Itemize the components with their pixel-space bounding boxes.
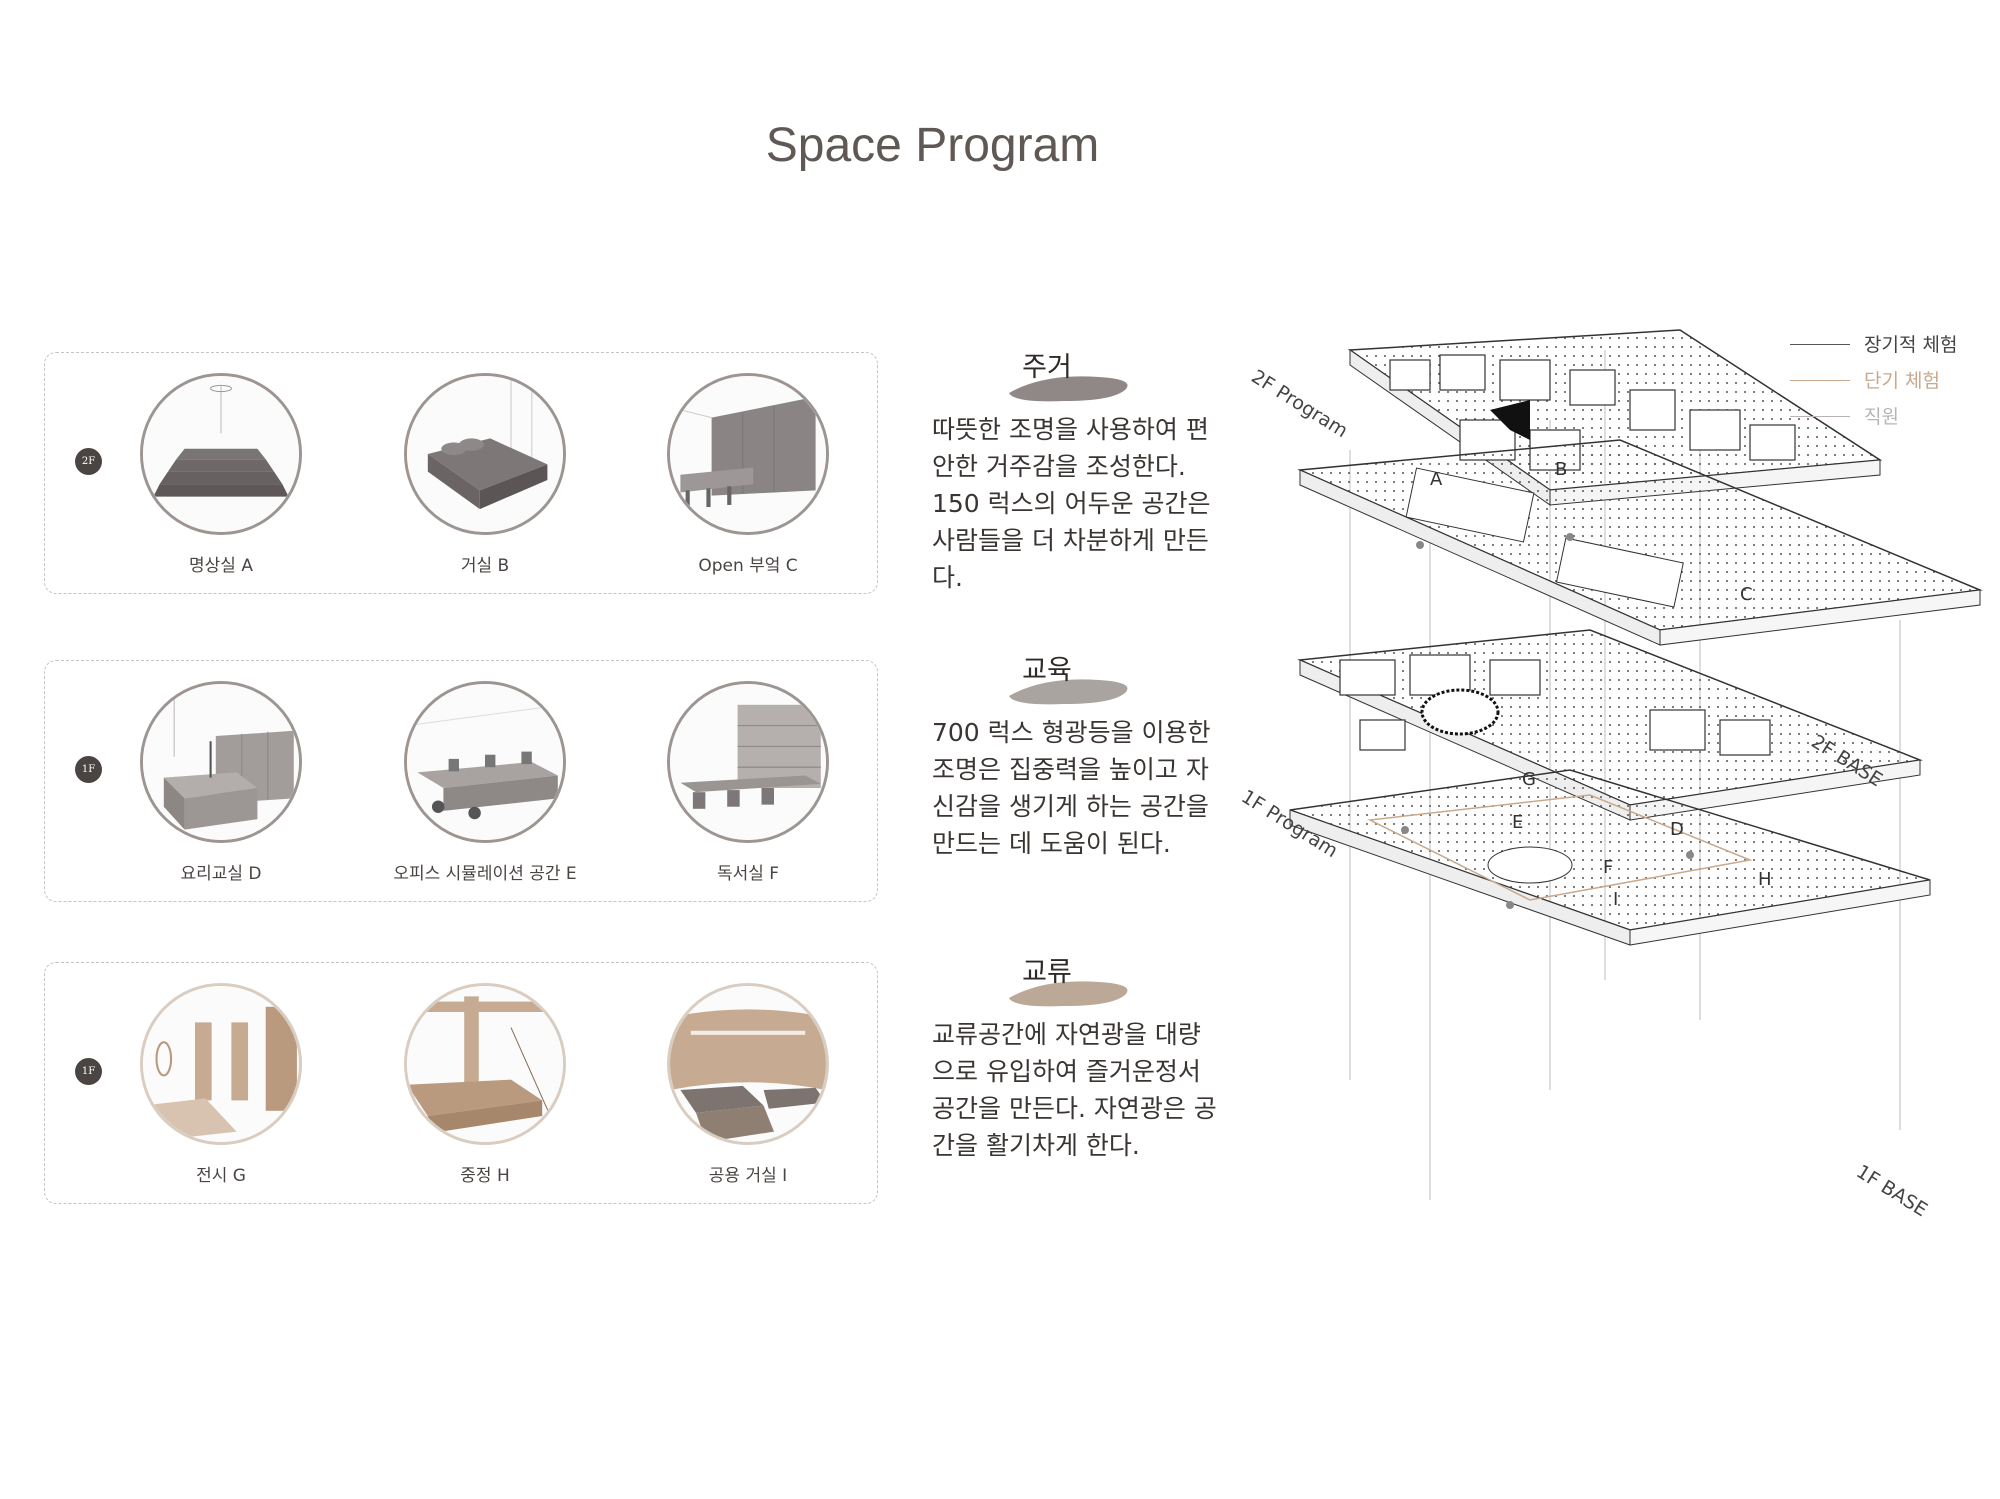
section-residential: 주거 따뜻한 조명을 사용하여 편안한 거주감을 조성한다. 150 럭스의 어… (932, 345, 1222, 596)
section-heading: 교류 (1022, 957, 1072, 988)
room-reading: 독서실 F (653, 681, 843, 884)
room-label: Open 부엌 C (698, 556, 798, 576)
office-illustration (407, 684, 563, 840)
room-label: 오피스 시뮬레이션 공간 E (393, 864, 577, 884)
floor-badge: 2F (75, 448, 102, 475)
section-text: 따뜻한 조명을 사용하여 편안한 거주감을 조성한다. 150 럭스의 어두운 … (932, 415, 1211, 592)
section-text: 700 럭스 형광등을 이용한 조명은 집중력을 높이고 자신감을 생기게 하는… (932, 718, 1211, 858)
kitchen-illustration (670, 376, 826, 532)
room-label: 공용 거실 I (708, 1166, 788, 1186)
heading-blob (1009, 981, 1128, 1007)
zone-letter: E (1512, 812, 1523, 833)
zone-letter: H (1758, 869, 1772, 890)
cooking-illustration (143, 684, 299, 840)
floor-badge: 1F (75, 1058, 102, 1085)
room-cooking-class: 요리교실 D (126, 681, 316, 884)
room-courtyard: 중정 H (390, 983, 580, 1186)
legend-line (1790, 344, 1850, 345)
legend-label: 장기적 체험 (1864, 334, 1958, 356)
heading-blob (1009, 679, 1128, 705)
room-label: 중정 H (460, 1166, 510, 1186)
room-label: 요리교실 D (180, 864, 262, 884)
reading-illustration (670, 684, 826, 840)
zone-letter: B (1555, 459, 1567, 480)
room-label: 독서실 F (716, 864, 780, 884)
exploded-axonometric-diagram: A B C D E F G H I 2F Program 2F BASE 1F … (1230, 300, 2000, 1240)
legend-label: 직원 (1864, 406, 1899, 428)
section-text: 교류공간에 자연광을 대량으로 유입하여 즐거운정서 공간을 만든다. 자연광은… (932, 1020, 1217, 1160)
zone-letter: C (1740, 584, 1753, 605)
zone-letter: F (1603, 857, 1613, 878)
room-common-living: 공용 거실 I (653, 983, 843, 1186)
zone-letter: G (1522, 769, 1536, 790)
exhibition-illustration (143, 986, 299, 1142)
legend-line (1790, 416, 1850, 417)
panel-1f-education: 1F 요리교실 D (44, 660, 878, 902)
heading-blob (1009, 376, 1128, 402)
zone-letter: A (1430, 469, 1443, 490)
room-label: 거실 B (460, 556, 510, 576)
common-living-room-image (667, 983, 829, 1145)
reading-room-image (667, 681, 829, 843)
page-title: Space Program (765, 119, 1100, 172)
level-label: 2F Program (1247, 366, 1351, 443)
zone-letter: D (1670, 819, 1684, 840)
legend-label: 단기 체험 (1864, 370, 1940, 392)
section-exchange: 교류 교류공간에 자연광을 대량으로 유입하여 즐거운정서 공간을 만든다. 자… (932, 950, 1222, 1164)
exhibition-room-image (140, 983, 302, 1145)
bed-illustration (407, 376, 563, 532)
level-label: 1F BASE (1852, 1161, 1931, 1222)
axonometric-svg: A B C D E F G H I 2F Program 2F BASE 1F … (1237, 329, 1983, 1222)
room-exhibition: 전시 G (126, 983, 316, 1186)
living-room-image (404, 373, 566, 535)
courtyard-room-image (404, 983, 566, 1145)
panel-2f-residential: 2F 명상실 A (44, 352, 878, 594)
meditation-room-image (140, 373, 302, 535)
courtyard-illustration (407, 986, 563, 1142)
panel-1f-exchange: 1F 전시 G 중정 H (44, 962, 878, 1204)
room-living: 거실 B (390, 373, 580, 576)
kitchen-room-image (667, 373, 829, 535)
section-heading: 주거 (1022, 352, 1072, 383)
section-heading: 교육 (1022, 655, 1072, 686)
room-office-simulation: 오피스 시뮬레이션 공간 E (390, 681, 580, 884)
cooking-room-image (140, 681, 302, 843)
slab-1f-base (1289, 769, 1931, 946)
room-meditation: 명상실 A (126, 373, 316, 576)
room-label: 전시 G (196, 1166, 246, 1186)
slab-2f-base (1297, 439, 1983, 646)
legend-line (1790, 380, 1850, 381)
section-education: 교육 700 럭스 형광등을 이용한 조명은 집중력을 높이고 자신감을 생기게… (932, 648, 1222, 862)
office-room-image (404, 681, 566, 843)
floor-badge: 1F (75, 756, 102, 783)
room-label: 명상실 A (189, 556, 253, 576)
room-open-kitchen: Open 부엌 C (653, 373, 843, 576)
common-living-illustration (670, 986, 826, 1142)
zone-letter: I (1613, 889, 1618, 910)
meditation-illustration (143, 376, 299, 532)
